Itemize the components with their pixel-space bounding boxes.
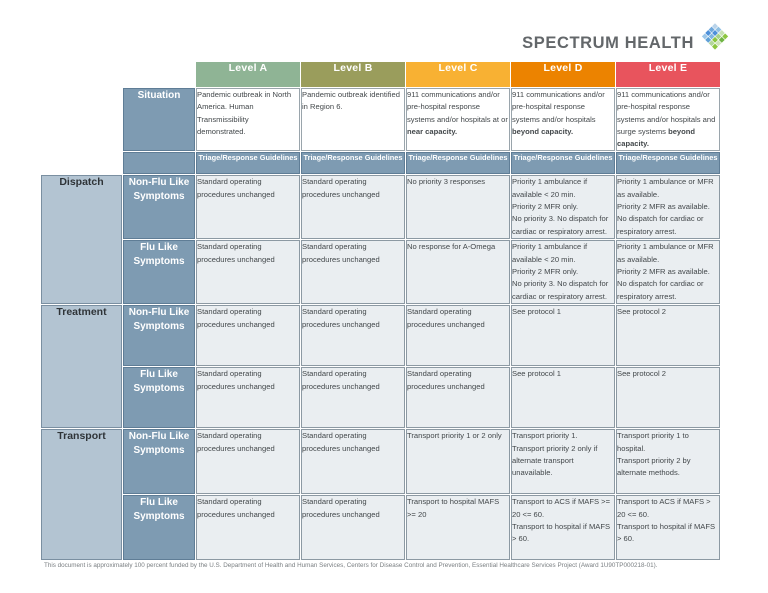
pandemic-response-matrix: Level A Level B Level C Level D Level E …	[40, 61, 721, 561]
cell-transport-r1-level-b: Standard operating procedures unchanged	[301, 495, 405, 561]
spectrum-health-diamond-logo-icon	[698, 18, 732, 54]
cell-treatment-r0-level-c: Standard operating procedures unchanged	[406, 305, 510, 367]
situation-cell-level-c: 911 communications and/or pre-hospital r…	[406, 88, 510, 152]
funding-footnote: This document is approximately 100 perce…	[44, 562, 658, 569]
cell-dispatch-r1-level-a: Standard operating procedures unchanged	[196, 240, 300, 305]
cell-dispatch-r0-level-e: Priority 1 ambulance or MFR as available…	[616, 175, 720, 240]
cell-treatment-r1-level-c: Standard operating procedures unchanged	[406, 367, 510, 429]
cell-transport-r0-level-e: Transport priority 1 to hospital.Transpo…	[616, 429, 720, 495]
cell-dispatch-r0-level-a: Standard operating procedures unchanged	[196, 175, 300, 240]
cell-treatment-r0-level-e: See protocol 2	[616, 305, 720, 367]
cell-transport-r1-level-e: Transport to ACS if MAFS > 20 <= 60.Tran…	[616, 495, 720, 561]
situation-row: Situation Pandemic outbreak in North Ame…	[41, 88, 720, 152]
triage-band-level-c: Triage/Response Guidelines	[406, 152, 510, 175]
brand-name: SPECTRUM HEALTH	[522, 33, 694, 52]
situation-cell-level-e: 911 communications and/or pre-hospital r…	[616, 88, 720, 152]
brand-header: SPECTRUM HEALTH	[522, 18, 732, 54]
section-label-dispatch: Dispatch	[41, 175, 122, 305]
cell-dispatch-r1-level-d: Priority 1 ambulance if available < 20 m…	[511, 240, 615, 305]
cell-transport-r0-level-c: Transport priority 1 or 2 only	[406, 429, 510, 495]
cell-transport-r1-level-d: Transport to ACS if MAFS >= 20 <= 60.Tra…	[511, 495, 615, 561]
cell-transport-r0-level-d: Transport priority 1.Transport priority …	[511, 429, 615, 495]
cell-dispatch-r0-level-c: No priority 3 responses	[406, 175, 510, 240]
cell-dispatch-r1-level-e: Priority 1 ambulance or MFR as available…	[616, 240, 720, 305]
cell-dispatch-r1-level-c: No response for A-Omega	[406, 240, 510, 305]
cell-treatment-r1-level-d: See protocol 1	[511, 367, 615, 429]
row-label-situation: Situation	[123, 88, 195, 152]
triage-band-level-e: Triage/Response Guidelines	[616, 152, 720, 175]
cell-treatment-r1-level-a: Standard operating procedures unchanged	[196, 367, 300, 429]
triage-left-spacer	[41, 152, 122, 175]
cell-treatment-r0-level-a: Standard operating procedures unchanged	[196, 305, 300, 367]
cell-treatment-r0-level-d: See protocol 1	[511, 305, 615, 367]
situation-cell-level-d: 911 communications and/or pre-hospital r…	[511, 88, 615, 152]
triage-band-level-d: Triage/Response Guidelines	[511, 152, 615, 175]
cell-treatment-r1-level-b: Standard operating procedures unchanged	[301, 367, 405, 429]
section-label-treatment: Treatment	[41, 305, 122, 429]
triage-band-level-b: Triage/Response Guidelines	[301, 152, 405, 175]
situation-cell-level-b: Pandemic outbreak identified in Region 6…	[301, 88, 405, 152]
column-header-level-e: Level E	[616, 62, 720, 87]
cell-treatment-r0-level-b: Standard operating procedures unchanged	[301, 305, 405, 367]
column-header-level-c: Level C	[406, 62, 510, 87]
cell-dispatch-r1-level-b: Standard operating procedures unchanged	[301, 240, 405, 305]
column-header-level-d: Level D	[511, 62, 615, 87]
column-header-level-b: Level B	[301, 62, 405, 87]
cell-dispatch-r0-level-b: Standard operating procedures unchanged	[301, 175, 405, 240]
triage-band-level-a: Triage/Response Guidelines	[196, 152, 300, 175]
triage-row-label-blank	[123, 152, 195, 175]
corner-spacer-2	[123, 62, 195, 87]
cell-treatment-r1-level-e: See protocol 2	[616, 367, 720, 429]
situation-left-spacer	[41, 88, 122, 152]
cell-transport-r0-level-b: Standard operating procedures unchanged	[301, 429, 405, 495]
cell-transport-r0-level-a: Standard operating procedures unchanged	[196, 429, 300, 495]
triage-guidelines-row: Triage/Response Guidelines Triage/Respon…	[41, 152, 720, 175]
cell-transport-r1-level-a: Standard operating procedures unchanged	[196, 495, 300, 561]
column-header-level-a: Level A	[196, 62, 300, 87]
section-label-transport: Transport	[41, 429, 122, 561]
cell-dispatch-r0-level-d: Priority 1 ambulance if available < 20 m…	[511, 175, 615, 240]
corner-spacer	[41, 62, 122, 87]
situation-cell-level-a: Pandemic outbreak in North America. Huma…	[196, 88, 300, 152]
cell-transport-r1-level-c: Transport to hospital MAFS >= 20	[406, 495, 510, 561]
level-header-row: Level A Level B Level C Level D Level E	[41, 62, 720, 87]
